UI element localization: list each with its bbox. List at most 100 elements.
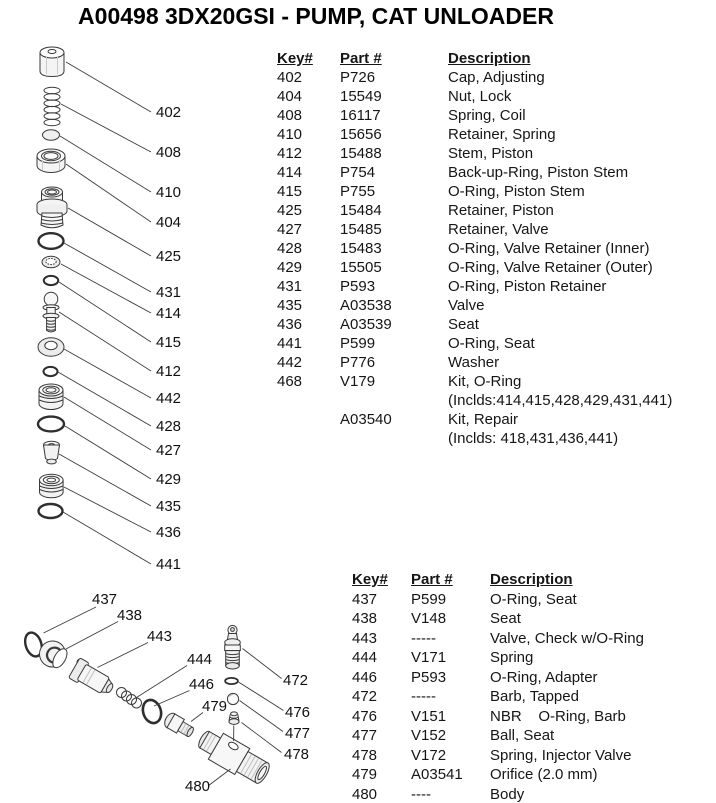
lower-parts-table: Key# Part # Description 437 P599 O-Ring,… (352, 570, 644, 803)
table-row: 444 V171 Spring (352, 648, 644, 668)
desc-cell: Valve, Check w/O-Ring (490, 629, 644, 647)
desc-cell: Retainer, Valve (448, 221, 549, 238)
part-cell: ----- (411, 688, 436, 705)
callout-404: 404 (156, 214, 181, 231)
key-cell: 425 (277, 202, 303, 219)
tapped-barb-part (224, 624, 241, 670)
key-cell: 429 (277, 259, 303, 276)
key-cell: 437 (352, 590, 378, 608)
callout-414: 414 (156, 305, 181, 322)
desc-cell: O-Ring, Adapter (490, 668, 598, 686)
part-cell: A03538 (340, 297, 392, 314)
key-cell: 480 (352, 785, 378, 803)
part-cell: A03541 (411, 766, 463, 783)
seat-part (39, 473, 64, 499)
seat-438-part (39, 640, 68, 669)
backup-ring-part (41, 255, 61, 269)
callout-477: 477 (285, 725, 310, 742)
part-cell: 16117 (340, 107, 381, 124)
key-cell: 402 (277, 69, 303, 86)
callout-427: 427 (156, 442, 181, 459)
part-cell: 15549 (340, 88, 382, 105)
key-cell: 477 (352, 727, 378, 744)
table-row: 410 15656 Retainer, Spring (277, 125, 672, 144)
part-cell: V172 (411, 746, 447, 764)
callout-476: 476 (285, 704, 310, 721)
table-row: 442 P776 Washer (277, 353, 672, 372)
valve-retainer-inner-oring-part (42, 365, 59, 378)
upper-leader-lines (57, 61, 152, 565)
key-cell: 404 (277, 88, 303, 105)
callout-408: 408 (156, 144, 181, 161)
table-row: 438 V148 Seat (352, 609, 644, 629)
part-cell (340, 391, 448, 410)
desc-cell: (Inclds:414,415,428,429,431,441) (448, 392, 673, 409)
table-row: 477 V152 Ball, Seat (352, 726, 644, 746)
part-cell: P726 (340, 69, 376, 86)
key-header: Key# (352, 571, 388, 588)
table-row: 468 V179 Kit, O-Ring (277, 372, 672, 391)
desc-cell: Kit, Repair (448, 411, 519, 428)
part-cell: P599 (340, 335, 376, 352)
spring-retainer-part (42, 129, 60, 141)
desc-cell: Kit, O-Ring (448, 373, 522, 390)
table-row: 414 P754 Back-up-Ring, Piston Stem (277, 163, 672, 182)
table-row: 435 A03538 Valve (277, 296, 672, 315)
table-row: 437 P599 O-Ring, Seat (352, 590, 644, 610)
table-row: (Inclds: 418,431,436,441) (277, 429, 672, 448)
key-cell: 408 (277, 107, 303, 124)
key-cell: 444 (352, 649, 378, 666)
part-header: Part # (411, 571, 453, 588)
desc-cell: Retainer, Piston (448, 202, 554, 219)
desc-cell: O-Ring, Valve Retainer (Inner) (448, 240, 650, 257)
table-row: 412 15488 Stem, Piston (277, 144, 672, 163)
callout-428: 428 (156, 418, 181, 435)
description-header: Description (490, 571, 573, 588)
description-header: Description (448, 50, 531, 67)
part-cell: A03540 (340, 411, 392, 428)
key-cell: 435 (277, 297, 303, 314)
key-cell: 441 (277, 335, 303, 352)
part-cell: ----- (411, 629, 436, 647)
callout-441: 441 (156, 556, 181, 573)
desc-cell: Seat (490, 610, 521, 627)
desc-cell: (Inclds: 418,431,436,441) (448, 430, 619, 447)
part-cell: 15483 (340, 240, 382, 257)
part-cell: P754 (340, 164, 376, 181)
key-cell: 431 (277, 278, 303, 295)
key-cell (277, 429, 340, 448)
table-row: 429 15505 O-Ring, Valve Retainer (Outer) (277, 258, 672, 277)
piston-retainer-part (36, 186, 68, 229)
upper-exploded-diagram: 402 408 410 404 425 431 414 415 412 442 … (36, 46, 181, 573)
callout-436: 436 (156, 524, 181, 541)
valve-retainer-part (38, 383, 64, 410)
desc-cell: Washer (448, 354, 500, 371)
table-row: 441 P599 O-Ring, Seat (277, 334, 672, 353)
part-cell (340, 429, 448, 448)
part-header: Part # (340, 50, 382, 67)
key-cell: 415 (277, 183, 303, 200)
callout-435: 435 (156, 498, 181, 515)
table-row: (Inclds:414,415,428,429,431,441) (277, 391, 672, 410)
upper-callout-labels: 402 408 410 404 425 431 414 415 412 442 … (156, 104, 181, 573)
callout-429: 429 (156, 471, 181, 488)
key-cell: 414 (277, 164, 303, 181)
key-cell: 472 (352, 688, 378, 705)
spring-444-part (116, 687, 142, 709)
callout-410: 410 (156, 184, 181, 201)
upper-table-header: Key# Part # Description (277, 49, 672, 68)
table-row: 472 ----- Barb, Tapped (352, 687, 644, 707)
key-cell: 438 (352, 610, 378, 627)
callout-425: 425 (156, 248, 181, 265)
part-cell: ---- (411, 785, 431, 803)
table-row: 431 P593 O-Ring, Piston Retainer (277, 277, 672, 296)
key-cell: 410 (277, 126, 303, 143)
key-cell: 446 (352, 668, 378, 686)
callout-437: 437 (92, 591, 117, 608)
orifice-part (164, 712, 194, 738)
callout-478: 478 (284, 746, 309, 763)
callout-431: 431 (156, 284, 181, 301)
part-cell: V179 (340, 373, 376, 390)
seat-oring-part (37, 502, 64, 520)
